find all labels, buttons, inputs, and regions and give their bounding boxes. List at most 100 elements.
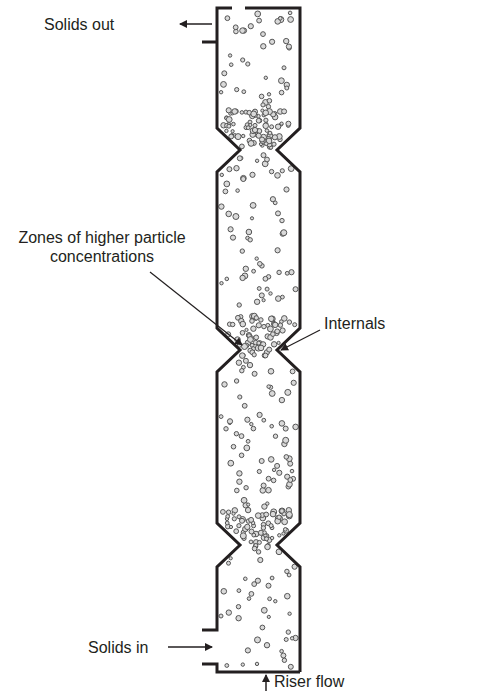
particle — [220, 173, 223, 176]
particle — [267, 615, 270, 618]
particle — [240, 111, 244, 115]
particle — [240, 28, 246, 34]
particle — [228, 460, 234, 466]
particle — [271, 332, 276, 337]
particle — [263, 276, 268, 281]
particle — [282, 532, 285, 535]
particle — [279, 397, 284, 402]
particle — [275, 248, 280, 253]
particle — [230, 235, 235, 240]
particle — [259, 318, 263, 322]
particle — [280, 169, 284, 173]
particle — [242, 90, 246, 94]
particle — [263, 531, 267, 535]
particle — [283, 437, 289, 443]
riser-wall-right — [245, 8, 300, 672]
riser-flow-arrow — [265, 675, 267, 691]
particle — [226, 515, 230, 519]
particle — [224, 427, 228, 431]
particle — [237, 589, 241, 593]
particle — [220, 282, 223, 285]
particle — [280, 218, 284, 222]
particle — [258, 345, 264, 351]
particle — [252, 533, 256, 537]
particle — [261, 607, 267, 613]
particle — [269, 524, 273, 528]
particle — [251, 111, 257, 117]
particle — [227, 561, 231, 565]
particle — [219, 415, 223, 419]
particle — [259, 94, 264, 99]
particle — [256, 133, 261, 138]
particle — [267, 99, 272, 104]
particle — [270, 511, 276, 517]
particle — [243, 266, 248, 271]
particle — [225, 277, 229, 281]
particle — [285, 389, 291, 395]
particle — [290, 637, 293, 640]
particle — [234, 432, 238, 436]
particle — [256, 550, 260, 554]
particle — [284, 187, 289, 192]
particle — [225, 521, 229, 525]
particle — [263, 353, 268, 358]
particle — [235, 88, 239, 92]
particle — [257, 18, 262, 23]
particle — [252, 127, 257, 132]
particle — [237, 524, 241, 528]
particle — [246, 62, 250, 66]
particle — [277, 341, 280, 344]
particle — [248, 238, 252, 242]
particle — [284, 38, 289, 43]
particle — [276, 211, 281, 216]
particle — [264, 643, 269, 648]
particle — [242, 134, 245, 137]
particle — [255, 578, 260, 583]
particle — [229, 525, 232, 528]
particle — [240, 275, 245, 280]
particle — [246, 229, 252, 235]
particle — [283, 426, 288, 431]
particle — [262, 299, 265, 302]
particle — [251, 426, 256, 431]
particle — [290, 369, 295, 374]
particle — [270, 576, 274, 580]
particle — [225, 16, 230, 21]
particle — [254, 335, 259, 340]
particle — [286, 44, 291, 49]
particle — [268, 597, 272, 601]
particle — [279, 78, 285, 84]
particle — [284, 638, 288, 642]
particle — [250, 203, 256, 209]
riser-wall-left — [202, 8, 300, 672]
particle — [261, 32, 266, 37]
particle — [241, 177, 246, 182]
particle — [282, 109, 287, 114]
particle — [250, 217, 253, 220]
particle — [281, 295, 285, 299]
particle — [253, 123, 257, 127]
particle — [242, 344, 248, 350]
particle — [241, 663, 244, 666]
particle — [239, 434, 244, 439]
particle — [259, 459, 264, 464]
particle — [255, 637, 261, 643]
particle — [252, 269, 256, 273]
particle — [226, 211, 232, 217]
particle — [282, 658, 286, 662]
particle — [242, 403, 247, 408]
particle — [235, 134, 241, 140]
particle — [271, 478, 276, 483]
particle — [236, 189, 240, 193]
particle — [232, 122, 236, 126]
particle — [222, 382, 227, 387]
particle — [249, 517, 254, 522]
particle — [288, 478, 293, 483]
particle — [273, 322, 278, 327]
particle — [268, 369, 274, 375]
particle — [279, 421, 285, 427]
particle — [236, 605, 240, 609]
particle — [293, 323, 297, 327]
particle — [256, 118, 261, 123]
particle — [226, 510, 230, 514]
